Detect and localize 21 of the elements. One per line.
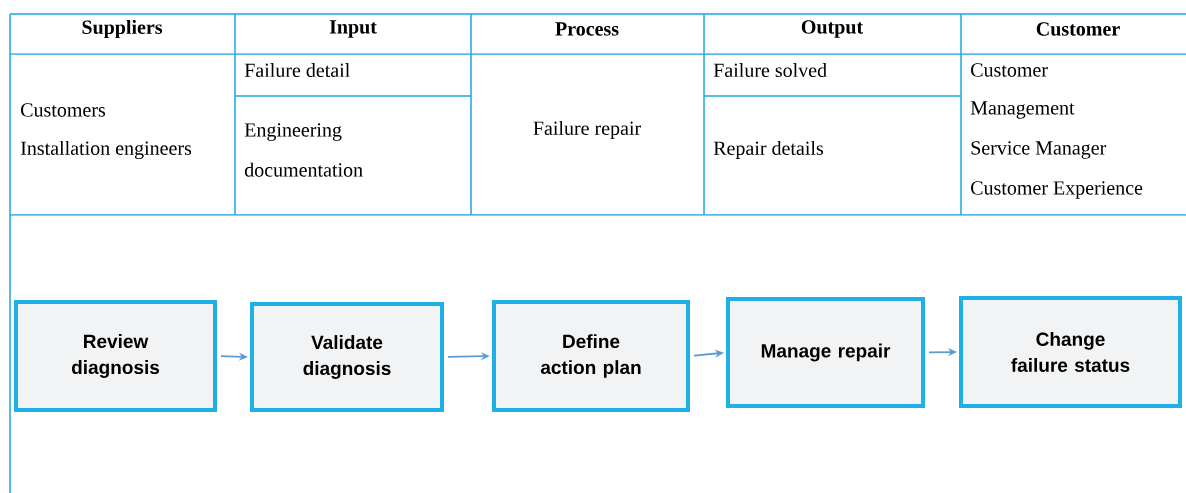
process-box: Define action plan bbox=[492, 300, 690, 412]
process-box: Validate diagnosis bbox=[250, 302, 444, 412]
table-text: Failure solved bbox=[713, 62, 827, 78]
table-text: Failure repair bbox=[533, 120, 641, 140]
table-text: Repair details bbox=[713, 140, 824, 160]
table-text: Customer bbox=[971, 63, 1048, 77]
table-text: Customer Experience bbox=[971, 181, 1143, 199]
table-text: Service Manager bbox=[971, 141, 1107, 159]
table-text: Engineering documentation bbox=[244, 123, 363, 177]
table-text: Customers bbox=[21, 103, 106, 117]
column-header: Suppliers bbox=[82, 19, 163, 39]
table-text: Failure detail bbox=[244, 62, 350, 78]
column-header: Input bbox=[329, 20, 377, 38]
table-text: Management bbox=[970, 101, 1075, 119]
table-text: Installation engineers bbox=[20, 140, 192, 160]
process-box: Review diagnosis bbox=[14, 300, 217, 412]
column-header: Output bbox=[801, 20, 864, 38]
process-box: Manage repair bbox=[726, 297, 925, 408]
process-box: Change failure status bbox=[959, 296, 1182, 408]
column-header: Customer bbox=[1036, 22, 1120, 36]
column-header: Process bbox=[555, 22, 619, 36]
